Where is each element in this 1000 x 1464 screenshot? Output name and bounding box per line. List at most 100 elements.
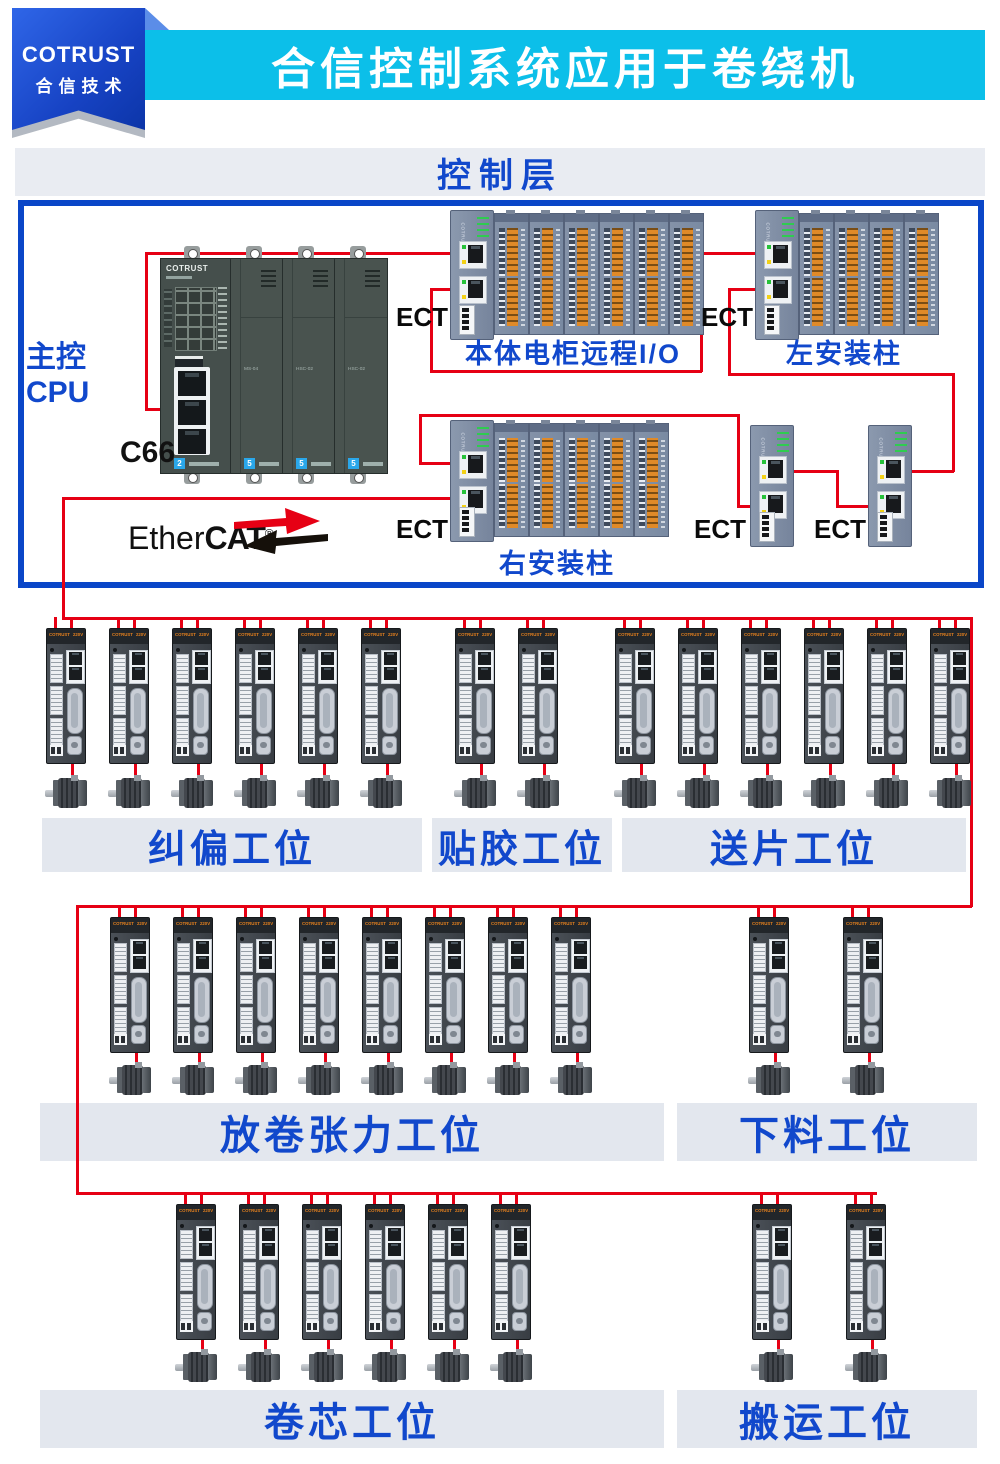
drive-bus-stub xyxy=(452,1192,455,1208)
seven-seg-display xyxy=(429,1034,442,1045)
rj45-port xyxy=(196,956,209,969)
drive-top-strip xyxy=(240,1205,278,1220)
seven-seg-display xyxy=(934,745,947,756)
station-label: 贴胶工位 xyxy=(437,828,606,871)
motor-connector xyxy=(387,1062,394,1068)
motor-endcap xyxy=(875,1067,884,1093)
drive-ethernet-block xyxy=(824,650,843,684)
module-mount-tab xyxy=(506,420,515,424)
dsub-connector-small xyxy=(67,736,82,755)
seven-seg-display xyxy=(306,1321,319,1332)
dsub-connector-small xyxy=(256,736,271,755)
motor-connector xyxy=(134,775,141,781)
screw-icon xyxy=(753,937,757,941)
motor-connector xyxy=(955,775,962,781)
screw-icon xyxy=(113,648,117,652)
rj45-pins xyxy=(704,668,711,670)
drive-brand-text: COTRUST xyxy=(176,922,197,927)
dip-switch-block xyxy=(764,305,780,335)
seg-digit xyxy=(303,747,307,754)
dsub-connector-small xyxy=(131,1025,146,1044)
drive-ethernet-block xyxy=(761,650,780,684)
rj45-pins xyxy=(454,1244,461,1246)
terminal-label-strip xyxy=(591,484,595,528)
motor-connector xyxy=(198,1062,205,1068)
dsub-inner xyxy=(777,1269,784,1304)
link-led-yellow xyxy=(767,295,771,299)
seven-seg-display xyxy=(522,745,535,756)
motor-body xyxy=(942,778,963,808)
io-terminal-block xyxy=(113,686,126,715)
drive-brand-text: COTRUST xyxy=(179,1209,200,1214)
motor-cable xyxy=(576,1047,579,1071)
drive-voltage-text: 220V xyxy=(545,633,556,638)
ethercat-wire xyxy=(728,373,954,376)
motor-flange xyxy=(372,1354,378,1380)
dip-switch xyxy=(767,326,774,330)
motor-body xyxy=(440,1352,461,1382)
motor-shaft xyxy=(842,1077,851,1084)
rj45-pins xyxy=(265,1244,272,1246)
io-terminal-block xyxy=(522,654,535,683)
seg-digit xyxy=(529,747,533,754)
seven-seg-display xyxy=(303,1034,316,1045)
dip-switch xyxy=(880,515,887,519)
terminal-pin-column xyxy=(569,438,575,482)
dsub-inner xyxy=(386,742,393,748)
ethercat-logo: EtherCAT® xyxy=(128,508,358,562)
rj45-pins xyxy=(641,653,648,655)
ect-coupler: COTRUST xyxy=(450,420,494,542)
rj45-port xyxy=(69,652,82,665)
rj45-pins xyxy=(517,1229,524,1231)
drive-bus-stub xyxy=(369,617,372,632)
seg-digit xyxy=(878,747,882,754)
io-module xyxy=(869,210,904,335)
motor-flange xyxy=(246,1354,252,1380)
io-group-label: 右安装柱 xyxy=(499,548,615,579)
io-terminal-block xyxy=(459,686,472,715)
drive-top-strip xyxy=(236,629,274,644)
motor-flange xyxy=(874,780,880,806)
io-terminal-block xyxy=(302,718,315,747)
ethercat-wire xyxy=(419,414,422,464)
drive-voltage-text: 220V xyxy=(388,633,399,638)
seg-digit xyxy=(307,1323,311,1330)
io-module xyxy=(599,210,634,335)
drive-ethernet-block xyxy=(256,939,275,973)
rj45-pins xyxy=(872,1244,879,1246)
io-terminal-block xyxy=(808,654,821,683)
station-label: 放卷张力工位 xyxy=(220,1114,484,1158)
rj45-pins xyxy=(517,1244,524,1246)
rj45-port xyxy=(890,667,903,680)
rj45-pins xyxy=(767,653,774,655)
link-led-green xyxy=(767,280,771,284)
motor-cable xyxy=(774,1047,777,1071)
seven-seg-display xyxy=(366,1034,379,1045)
drive-top-strip xyxy=(111,918,149,933)
station-label: 搬运工位 xyxy=(739,1401,915,1445)
motor-connector xyxy=(703,775,710,781)
seven-seg-display xyxy=(432,1321,445,1332)
terminal-pin-column xyxy=(569,278,575,326)
servo-motor xyxy=(740,775,782,808)
motor-cable xyxy=(892,758,895,784)
io-terminal-block xyxy=(240,975,253,1004)
motor-cable xyxy=(871,1334,874,1358)
rj45-port xyxy=(772,956,785,969)
servo-motor xyxy=(751,1349,793,1382)
drive-bus-stub xyxy=(70,617,73,632)
rj45-pins xyxy=(776,281,785,284)
drive-bus-stub xyxy=(542,617,545,632)
seg-digit xyxy=(367,1036,371,1043)
motor-cable xyxy=(201,1334,204,1358)
dsub-connector xyxy=(699,688,715,734)
dsub-connector-small xyxy=(476,736,491,755)
seven-seg-display xyxy=(114,1034,127,1045)
rj45-pins xyxy=(775,942,782,944)
rj45-pins xyxy=(830,653,837,655)
rj45-port xyxy=(869,1243,882,1256)
motor-connector xyxy=(324,1062,331,1068)
drive-ethernet-block xyxy=(192,650,211,684)
io-terminal-block xyxy=(847,943,860,972)
